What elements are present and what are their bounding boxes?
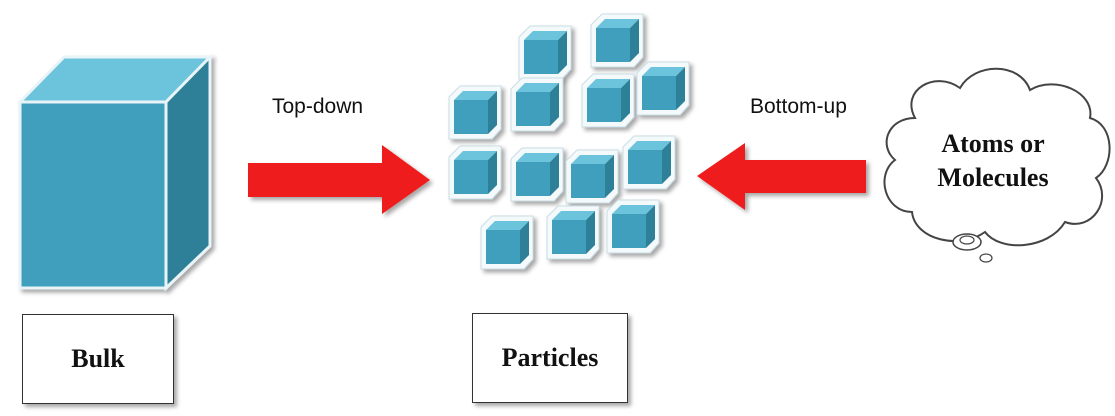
bulk-label-box: Bulk <box>22 314 174 404</box>
cloud-label-line1: Atoms or <box>941 129 1044 158</box>
particle-cube-icon <box>622 135 676 190</box>
particle-cube-icon <box>510 77 564 132</box>
particle-cube-icon <box>518 25 572 80</box>
particle-cube-icon <box>581 73 635 128</box>
particle-cube-icon <box>606 199 660 254</box>
particle-cube-icon <box>448 85 502 140</box>
particle-cube-icon <box>480 215 534 270</box>
particles-label-box: Particles <box>472 313 628 403</box>
particle-cube-icon <box>448 145 502 200</box>
particles-label: Particles <box>501 343 599 372</box>
arrow-right-icon <box>248 145 430 214</box>
particle-cube-icon <box>546 205 600 260</box>
cloud-icon <box>883 67 1111 263</box>
arrow-left-icon <box>697 143 866 210</box>
particle-cube-icon <box>590 13 644 68</box>
particle-cube-icon <box>565 149 619 204</box>
particle-cube-icon <box>636 61 690 116</box>
bulk-label: Bulk <box>71 344 125 373</box>
top-down-label: Top-down <box>272 95 363 118</box>
cloud-label-line2: Molecules <box>937 163 1048 192</box>
bottom-up-label: Bottom-up <box>750 95 847 118</box>
particles-cluster <box>448 13 690 270</box>
bulk-cube-icon <box>16 53 214 292</box>
particle-cube-icon <box>510 147 564 202</box>
